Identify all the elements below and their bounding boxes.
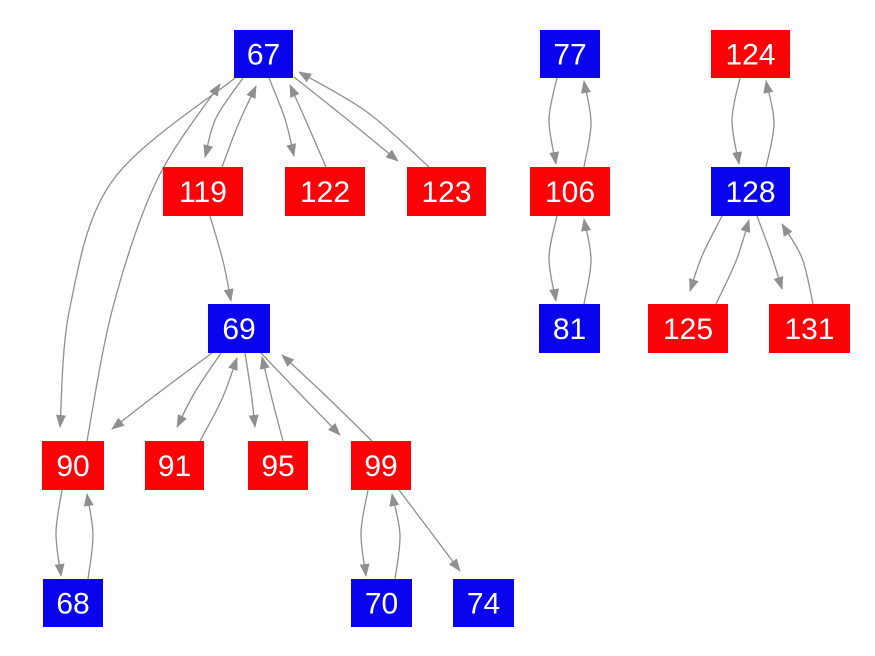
node-box-67[interactable]: [234, 30, 293, 78]
edge-119-67: [221, 85, 257, 168]
node-77[interactable]: 77: [540, 30, 600, 78]
node-box-68[interactable]: [43, 579, 103, 627]
edge-81-106: [581, 218, 592, 305]
edge-95-69: [259, 356, 284, 442]
edge-77-106: [548, 77, 560, 165]
node-label-67: 67: [247, 39, 280, 72]
node-box-122[interactable]: [285, 167, 365, 216]
node-label-106: 106: [545, 176, 595, 209]
node-box-81[interactable]: [539, 304, 600, 353]
node-box-131[interactable]: [769, 304, 850, 353]
node-label-122: 122: [300, 176, 350, 209]
edge-70-99: [389, 493, 401, 580]
edge-131-128: [781, 223, 814, 305]
node-box-74[interactable]: [453, 579, 514, 627]
nodes-layer: 67 77 124 119 122 123 106 128 69 81 125 131 90 91 95 99…: [42, 30, 850, 627]
node-box-125[interactable]: [648, 304, 728, 353]
edges-layer: [54, 71, 814, 580]
edge-99-69: [281, 354, 373, 442]
node-label-95: 95: [261, 450, 294, 483]
node-label-81: 81: [553, 313, 586, 346]
node-box-77[interactable]: [540, 30, 600, 78]
node-95[interactable]: 95: [248, 441, 308, 490]
node-69[interactable]: 69: [208, 304, 270, 353]
node-box-99[interactable]: [351, 441, 411, 490]
edge-67-123: [293, 76, 399, 162]
node-106[interactable]: 106: [530, 167, 610, 216]
edge-122-67: [289, 84, 327, 168]
edge-67-122: [268, 77, 297, 157]
node-box-124[interactable]: [711, 30, 790, 78]
node-label-131: 131: [784, 313, 834, 346]
node-74[interactable]: 74: [453, 579, 514, 627]
edge-106-81: [548, 215, 560, 302]
node-label-99: 99: [364, 450, 397, 483]
node-label-77: 77: [553, 39, 586, 72]
node-131[interactable]: 131: [769, 304, 850, 353]
node-label-128: 128: [725, 176, 775, 209]
edge-125-128: [715, 219, 751, 305]
node-label-123: 123: [421, 176, 471, 209]
node-67[interactable]: 67: [234, 30, 293, 78]
node-box-119[interactable]: [163, 167, 243, 216]
edge-119-69: [209, 215, 234, 302]
edge-128-124: [763, 80, 775, 168]
edge-128-125: [689, 215, 723, 292]
edge-69-95: [244, 352, 259, 428]
edge-99-74: [398, 489, 461, 572]
node-81[interactable]: 81: [539, 304, 600, 353]
node-box-106[interactable]: [530, 167, 610, 216]
edge-69-91: [176, 352, 222, 428]
node-label-124: 124: [725, 39, 775, 72]
edge-69-90: [111, 352, 213, 430]
node-124[interactable]: 124: [711, 30, 790, 78]
node-label-68: 68: [56, 588, 89, 621]
node-box-95[interactable]: [248, 441, 308, 490]
edge-90-67: [86, 83, 221, 442]
node-123[interactable]: 123: [407, 167, 486, 216]
edge-99-70: [359, 489, 370, 577]
edge-69-99: [260, 352, 341, 436]
node-label-69: 69: [222, 313, 255, 346]
node-label-125: 125: [663, 313, 713, 346]
node-box-123[interactable]: [407, 167, 486, 216]
node-90[interactable]: 90: [42, 441, 104, 490]
node-119[interactable]: 119: [163, 167, 243, 216]
edge-106-77: [581, 80, 592, 168]
node-125[interactable]: 125: [648, 304, 728, 353]
node-box-91[interactable]: [145, 441, 204, 490]
edge-90-68: [54, 489, 65, 577]
node-70[interactable]: 70: [351, 579, 412, 627]
node-122[interactable]: 122: [285, 167, 365, 216]
edge-128-131: [756, 215, 784, 290]
node-label-90: 90: [56, 450, 89, 483]
edge-68-90: [83, 493, 94, 580]
node-91[interactable]: 91: [145, 441, 204, 490]
edge-124-128: [731, 77, 743, 165]
node-box-128[interactable]: [711, 167, 790, 216]
node-box-90[interactable]: [42, 441, 104, 490]
node-99[interactable]: 99: [351, 441, 411, 490]
edge-91-69: [199, 357, 238, 442]
node-label-91: 91: [158, 450, 191, 483]
edge-67-90: [56, 77, 236, 428]
node-68[interactable]: 68: [43, 579, 103, 627]
node-label-70: 70: [365, 588, 398, 621]
node-box-69[interactable]: [208, 304, 270, 353]
edge-123-67: [298, 71, 430, 168]
node-label-119: 119: [179, 176, 227, 209]
node-label-74: 74: [467, 588, 500, 621]
node-box-70[interactable]: [351, 579, 412, 627]
node-128[interactable]: 128: [711, 167, 790, 216]
edge-67-119: [203, 77, 244, 158]
